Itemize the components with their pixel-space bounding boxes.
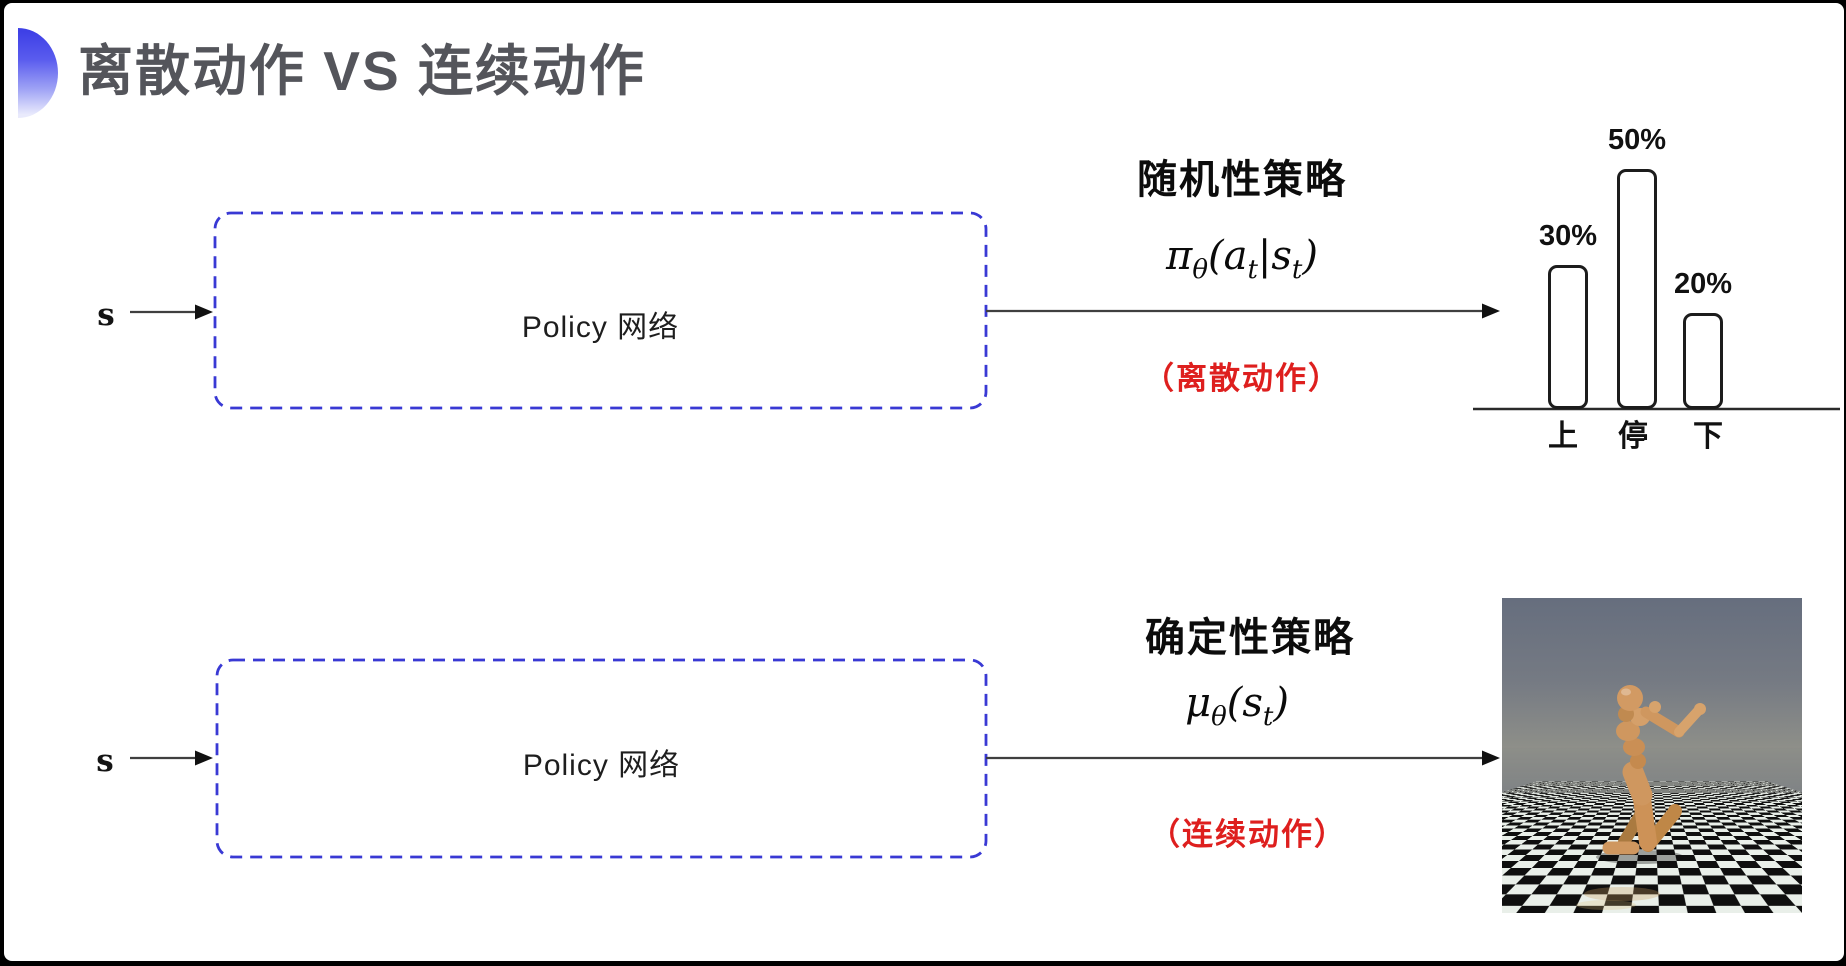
robot-torso [1616,708,1653,806]
robot-floor-reflection [1584,887,1660,901]
deterministic-policy-label: 确定性策略 [1145,616,1355,660]
formula-part: ) [1273,680,1289,726]
formula-part: μ [1185,680,1212,726]
arrow-top-output [986,303,1500,319]
formula-part: θ [1192,255,1208,285]
continuous-action-note: （连续动作） [1149,817,1347,852]
robot-image-sky [1502,598,1802,748]
discrete-action-note: （离散动作） [1143,361,1341,396]
bar-0 [1548,265,1588,409]
arrow-top-input [130,304,213,320]
formula-part: π [1166,233,1193,279]
bar-category-2: 下 [1693,420,1723,453]
bar-2 [1683,313,1723,409]
bar-category-1: 停 [1618,420,1648,453]
state-input-label-bottom: s [96,743,114,779]
robot-head [1617,685,1643,722]
policy-network-label-bottom: Policy 网络 [522,748,681,782]
page-title: 离散动作 VS 连续动作 [78,40,646,102]
bar-category-0: 上 [1548,420,1578,453]
formula-part: (a [1207,233,1248,279]
humanoid-robot-image [1502,598,1802,913]
state-input-label-top: s [97,297,115,333]
formula-part: (s [1226,680,1263,726]
formula-part: θ [1211,702,1227,732]
bar-value-2: 20% [1673,268,1733,300]
stochastic-policy-label: 随机性策略 [1137,158,1347,202]
formula-part: t [1291,255,1303,285]
stochastic-policy-formula: πθ(at|st) [1042,234,1442,285]
formula-part: ) [1302,233,1318,279]
humanoid-robot [1576,685,1706,910]
arrow-bottom-output [986,750,1500,766]
deterministic-policy-formula: μθ(st) [1037,681,1437,732]
formula-part: t [1262,702,1274,732]
formula-part: t [1247,255,1258,285]
bar-value-1: 50% [1607,124,1667,156]
bar-1 [1617,169,1657,409]
robot-arm [1640,701,1706,738]
arrow-bottom-input [130,750,213,766]
formula-part: |s [1257,233,1292,279]
bar-value-0: 30% [1538,220,1598,252]
policy-network-label-top: Policy 网络 [521,310,680,344]
robot-floor-reflection [1576,900,1636,910]
